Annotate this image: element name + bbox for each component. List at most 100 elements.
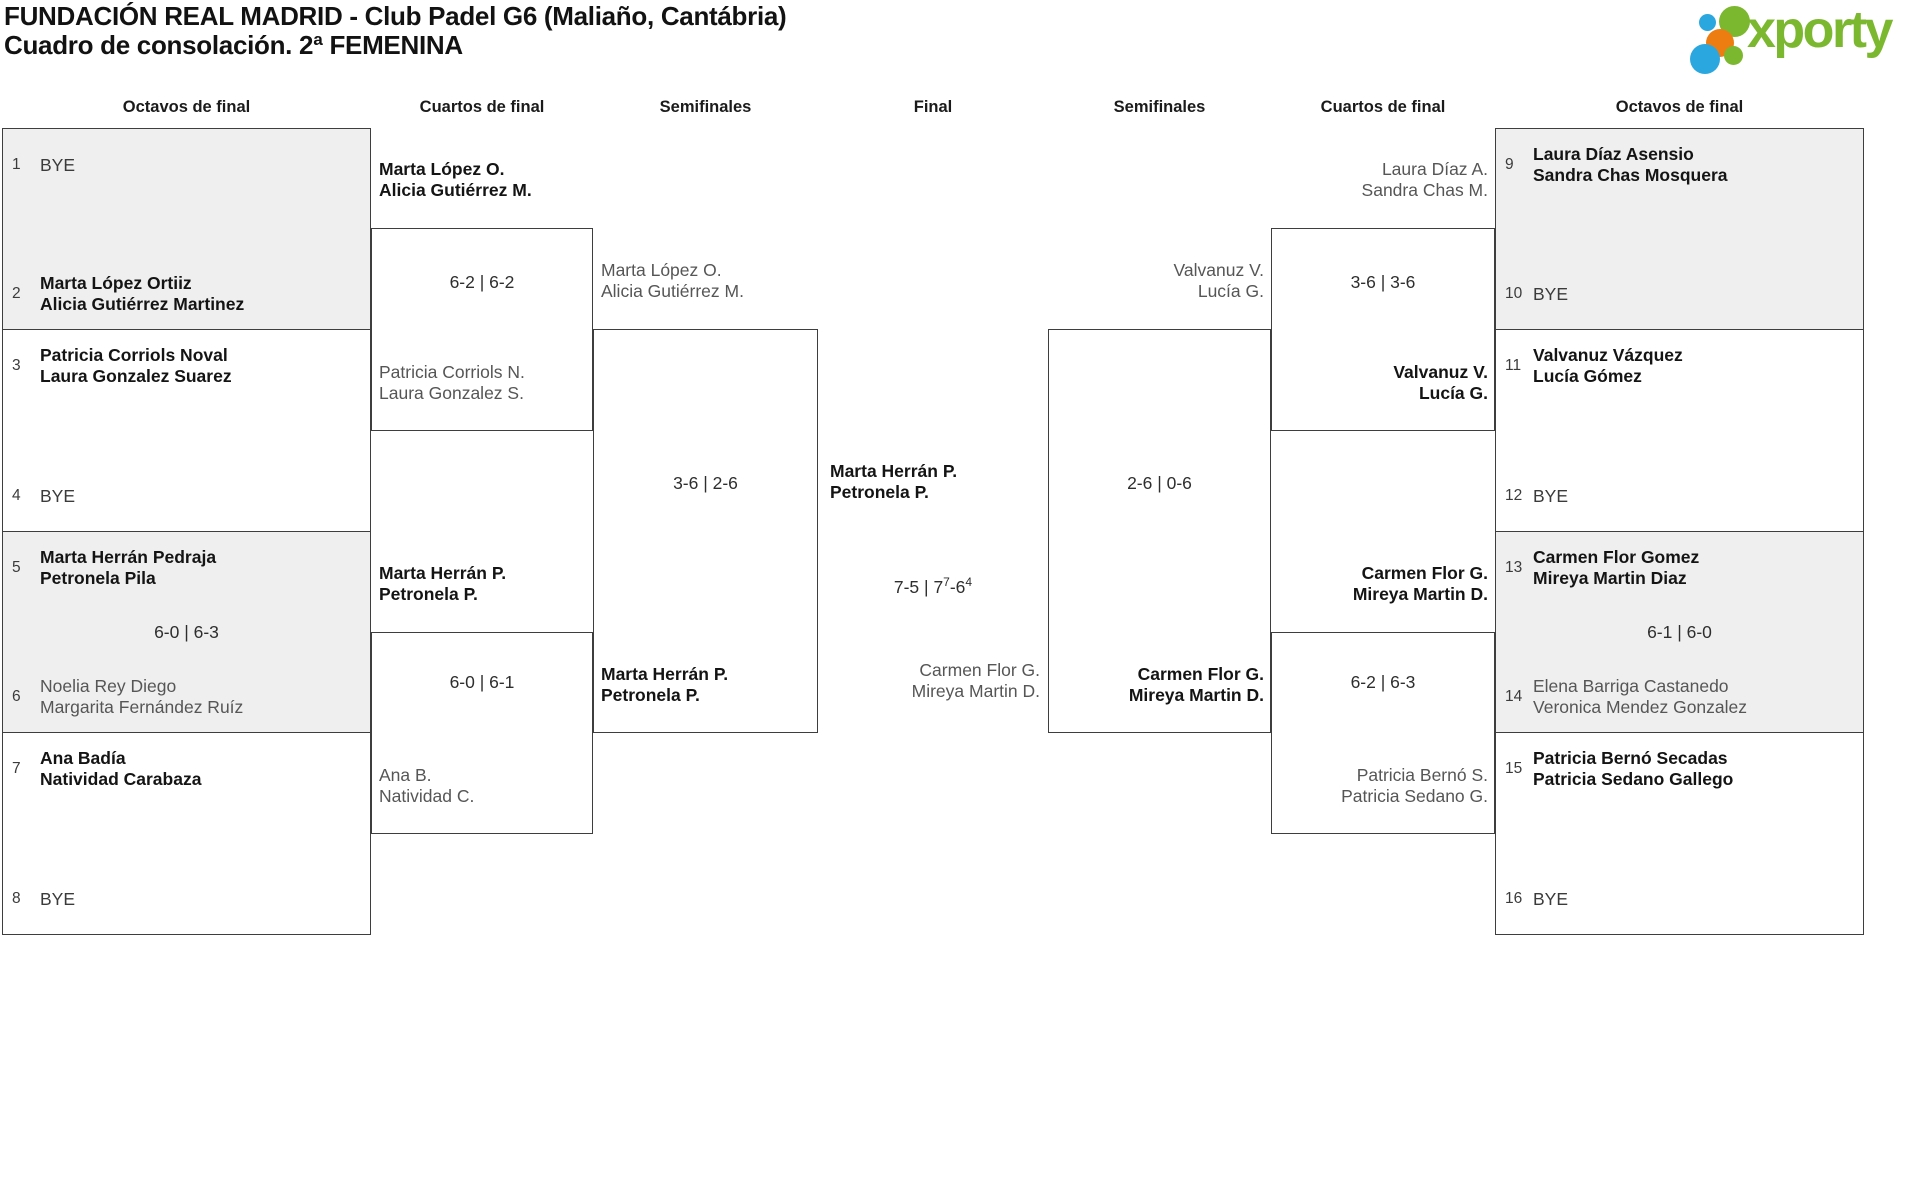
r16-entry-4: 4 BYE <box>12 473 364 519</box>
logo-dot-blue-small <box>1699 14 1716 31</box>
team-names: Laura Díaz Asensio Sandra Chas Mosquera <box>1533 144 1728 185</box>
team-names: Marta López Ortiiz Alicia Gutiérrez Mart… <box>40 273 245 314</box>
sf-left-score: 3-6 | 2-6 <box>673 473 738 493</box>
round-header-final: Final <box>913 98 953 116</box>
r16-entry-2: 2 Marta López Ortiiz Alicia Gutiérrez Ma… <box>12 271 364 317</box>
qf-left-top-box <box>371 228 593 431</box>
sf-left-team-a: Marta López O. Alicia Gutiérrez M. <box>601 260 744 301</box>
seed-number: 10 <box>1505 285 1523 302</box>
seed-number: 3 <box>12 357 21 374</box>
round-header-sf-right: Semifinales <box>1113 98 1206 116</box>
seed-number: 5 <box>12 559 21 576</box>
team-bye: BYE <box>1533 283 1569 304</box>
team-names: Patricia Bernó Secadas Patricia Sedano G… <box>1533 748 1734 789</box>
final-team-a: Marta Herrán P. Petronela P. <box>830 461 958 502</box>
round-header-r16-right: Octavos de final <box>1615 98 1744 116</box>
team-bye: BYE <box>40 485 76 506</box>
r16-entry-13: 13 Carmen Flor Gomez Mireya Martin Diaz <box>1505 545 1857 591</box>
team-names: Elena Barriga Castanedo Veronica Mendez … <box>1533 676 1748 717</box>
r16-left-box-4: 7 Ana Badía Natividad Carabaza 8 BYE <box>2 732 371 935</box>
r16-entry-9: 9 Laura Díaz Asensio Sandra Chas Mosquer… <box>1505 142 1857 188</box>
qf-right-top-box <box>1271 228 1495 431</box>
qf-right-bottom-team-a: Carmen Flor G. Mireya Martin D. <box>1352 563 1488 604</box>
r16-entry-7: 7 Ana Badía Natividad Carabaza <box>12 746 364 792</box>
team-bye: BYE <box>1533 888 1569 909</box>
qf-left-top-score: 6-2 | 6-2 <box>449 272 515 292</box>
r16-entry-16: 16 BYE <box>1505 876 1857 922</box>
sf-right-team-a: Valvanuz V. Lucía G. <box>1173 260 1264 301</box>
r16-left-box-1: 1 BYE 2 Marta López Ortiiz Alicia Gutiér… <box>2 128 371 330</box>
r16-entry-3: 3 Patricia Corriols Noval Laura Gonzalez… <box>12 343 364 389</box>
tiebreak-superscript: 7 <box>943 575 950 589</box>
final-team-b: Carmen Flor G. Mireya Martin D. <box>911 660 1040 701</box>
r16-right-box-3: 13 Carmen Flor Gomez Mireya Martin Diaz … <box>1495 531 1864 733</box>
r16-left-box-3: 5 Marta Herrán Pedraja Petronela Pila 6 … <box>2 531 371 733</box>
qf-left-bottom-team-a: Marta Herrán P. Petronela P. <box>379 563 507 604</box>
team-names: Patricia Corriols Noval Laura Gonzalez S… <box>40 345 232 386</box>
r16-right-match-score: 6-1 | 6-0 <box>1647 622 1712 642</box>
qf-right-top-team-b: Valvanuz V. Lucía G. <box>1393 362 1488 403</box>
r16-entry-11: 11 Valvanuz Vázquez Lucía Gómez <box>1505 343 1857 389</box>
seed-number: 11 <box>1505 357 1522 374</box>
qf-left-bottom-box <box>371 632 593 834</box>
r16-entry-5: 5 Marta Herrán Pedraja Petronela Pila <box>12 545 364 591</box>
r16-right-box-1: 9 Laura Díaz Asensio Sandra Chas Mosquer… <box>1495 128 1864 330</box>
r16-entry-8: 8 BYE <box>12 876 364 922</box>
seed-number: 8 <box>12 890 21 907</box>
qf-right-bottom-score: 6-2 | 6-3 <box>1350 672 1416 692</box>
seed-number: 15 <box>1505 760 1523 777</box>
team-names: Marta Herrán Pedraja Petronela Pila <box>40 547 217 588</box>
logo-dot-green-small <box>1724 46 1743 65</box>
seed-number: 1 <box>12 156 21 173</box>
sf-left-team-b: Marta Herrán P. Petronela P. <box>601 664 729 705</box>
r16-entry-1: 1 BYE <box>12 142 364 188</box>
seed-number: 16 <box>1505 890 1523 907</box>
qf-left-top-team-a: Marta López O. Alicia Gutiérrez M. <box>379 159 532 200</box>
sf-right-box <box>1048 329 1271 733</box>
team-bye: BYE <box>40 888 76 909</box>
r16-left-match-score: 6-0 | 6-3 <box>154 622 219 642</box>
qf-left-bottom-team-b: Ana B. Natividad C. <box>379 765 475 806</box>
tiebreak-superscript: 4 <box>965 575 973 589</box>
logo-wordmark: xporty <box>1747 1 1893 59</box>
team-names: Valvanuz Vázquez Lucía Gómez <box>1533 345 1683 386</box>
seed-number: 12 <box>1505 487 1523 504</box>
page-title-line1: FUNDACIÓN REAL MADRID - Club Padel G6 (M… <box>4 1 787 31</box>
team-names: Noelia Rey Diego Margarita Fernández Ruí… <box>40 676 244 717</box>
final-score: 7-5 | 77-64 <box>893 575 973 597</box>
qf-left-bottom-score: 6-0 | 6-1 <box>449 672 515 692</box>
r16-entry-12: 12 BYE <box>1505 473 1857 519</box>
qf-right-top-team-a: Laura Díaz A. Sandra Chas M. <box>1361 159 1488 200</box>
round-header-qf-left: Cuartos de final <box>419 98 545 116</box>
seed-number: 14 <box>1505 688 1523 705</box>
qf-left-top-team-b: Patricia Corriols N. Laura Gonzalez S. <box>379 362 525 403</box>
round-header-sf-left: Semifinales <box>659 98 752 116</box>
sf-right-team-b: Carmen Flor G. Mireya Martin D. <box>1128 664 1264 705</box>
r16-right-box-4: 15 Patricia Bernó Secadas Patricia Sedan… <box>1495 732 1864 935</box>
page-title-line2: Cuadro de consolación. 2ª FEMENINA <box>4 30 463 60</box>
r16-entry-15: 15 Patricia Bernó Secadas Patricia Sedan… <box>1505 746 1857 792</box>
round-header-r16-left: Octavos de final <box>122 98 251 116</box>
sf-right-score: 2-6 | 0-6 <box>1127 473 1192 493</box>
seed-number: 2 <box>12 285 21 302</box>
qf-right-bottom-box <box>1271 632 1495 834</box>
sf-left-box <box>593 329 818 733</box>
round-header-qf-right: Cuartos de final <box>1320 98 1446 116</box>
team-names: Carmen Flor Gomez Mireya Martin Diaz <box>1533 547 1700 588</box>
r16-entry-14: 14 Elena Barriga Castanedo Veronica Mend… <box>1505 674 1857 720</box>
qf-right-top-score: 3-6 | 3-6 <box>1350 272 1416 292</box>
team-bye: BYE <box>40 154 76 175</box>
r16-left-box-2: 3 Patricia Corriols Noval Laura Gonzalez… <box>2 329 371 532</box>
team-names: Ana Badía Natividad Carabaza <box>40 748 202 789</box>
seed-number: 4 <box>12 487 21 504</box>
r16-entry-10: 10 BYE <box>1505 271 1857 317</box>
qf-right-bottom-team-b: Patricia Bernó S. Patricia Sedano G. <box>1341 765 1488 806</box>
team-bye: BYE <box>1533 485 1569 506</box>
r16-entry-6: 6 Noelia Rey Diego Margarita Fernández R… <box>12 674 364 720</box>
r16-right-box-2: 11 Valvanuz Vázquez Lucía Gómez 12 BYE <box>1495 329 1864 532</box>
logo-dot-blue-big <box>1690 44 1720 74</box>
seed-number: 7 <box>12 760 21 777</box>
seed-number: 9 <box>1505 156 1514 173</box>
xporty-logo[interactable]: xporty <box>1690 1 1918 76</box>
